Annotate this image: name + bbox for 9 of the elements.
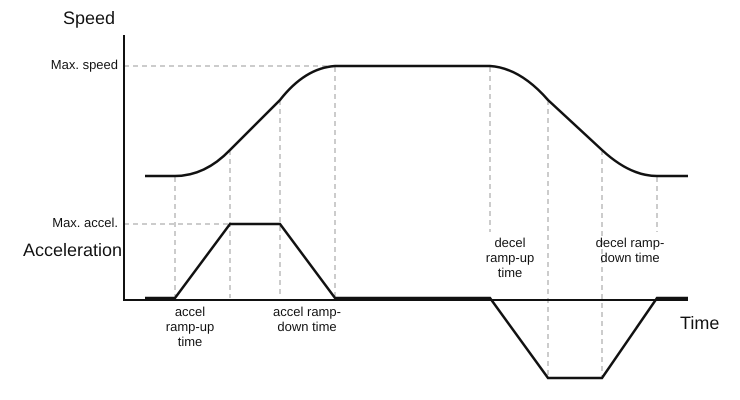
time-label: accel ramp-up time xyxy=(164,305,216,350)
time-label: decel ramp-down time xyxy=(594,236,666,266)
time-label: accel ramp-down time xyxy=(272,305,342,335)
axis-title: Speed xyxy=(63,8,116,29)
axis-title: Time xyxy=(680,313,720,334)
axis-title: Acceleration xyxy=(22,240,122,261)
level-label: Max. accel. xyxy=(51,216,118,231)
level-label: Max. speed xyxy=(50,58,118,73)
time-label: decel ramp-up time xyxy=(484,236,536,281)
